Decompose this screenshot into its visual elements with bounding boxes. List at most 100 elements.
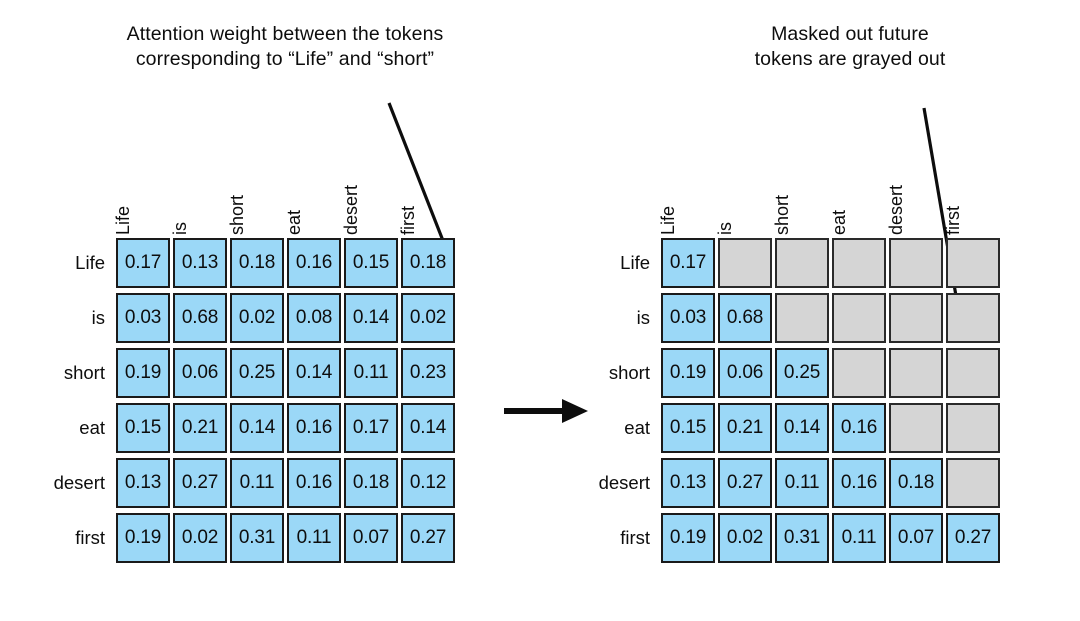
row-label-life: Life: [75, 251, 105, 273]
cell-0-1[interactable]: 0.13: [173, 237, 227, 288]
masked-cell-0-4[interactable]: [889, 237, 943, 288]
masked-cell-2-2[interactable]: 0.25: [775, 347, 829, 398]
cell-4-5[interactable]: 0.12: [401, 457, 455, 508]
right-annotation-caption: Masked out future tokens are grayed out: [754, 23, 946, 70]
cell-2-1[interactable]: 0.06: [173, 347, 227, 398]
cell-5-4[interactable]: 0.07: [344, 512, 398, 563]
cell-5-1[interactable]: 0.02: [173, 512, 227, 563]
masked-cell-0-0[interactable]: 0.17: [661, 237, 715, 288]
masked-cell-4-3[interactable]: 0.16: [832, 457, 886, 508]
row-cells: 0.03 0.68: [661, 292, 1003, 343]
masked-cell-2-5[interactable]: [946, 347, 1000, 398]
cell-3-2[interactable]: 0.14: [230, 402, 284, 453]
masked-cell-4-4[interactable]: 0.18: [889, 457, 943, 508]
masked-cell-5-2[interactable]: 0.31: [775, 512, 829, 563]
table-row: first 0.19 0.02 0.31 0.11 0.07 0.27: [545, 510, 1003, 565]
masked-cell-1-1[interactable]: 0.68: [718, 292, 772, 343]
row-cells: 0.19 0.06 0.25 0.14 0.11 0.23: [116, 347, 458, 398]
column-header-first: first: [943, 206, 963, 235]
masked-cell-3-2[interactable]: 0.14: [775, 402, 829, 453]
cell-4-1[interactable]: 0.27: [173, 457, 227, 508]
table-row: desert 0.13 0.27 0.11 0.16 0.18: [545, 455, 1003, 510]
row-label-desert: desert: [598, 471, 650, 493]
cell-3-3[interactable]: 0.16: [287, 402, 341, 453]
masked-cell-5-4[interactable]: 0.07: [889, 512, 943, 563]
table-row: eat 0.15 0.21 0.14 0.16 0.17 0.14: [0, 400, 458, 455]
masked-cell-4-5[interactable]: [946, 457, 1000, 508]
cell-4-4[interactable]: 0.18: [344, 457, 398, 508]
masked-cell-5-5[interactable]: 0.27: [946, 512, 1000, 563]
row-label-short: short: [63, 361, 105, 383]
cell-0-4[interactable]: 0.15: [344, 237, 398, 288]
row-label-desert: desert: [53, 471, 105, 493]
cell-1-0[interactable]: 0.03: [116, 292, 170, 343]
masked-cell-5-3[interactable]: 0.11: [832, 512, 886, 563]
masked-cell-3-4[interactable]: [889, 402, 943, 453]
cell-0-2[interactable]: 0.18: [230, 237, 284, 288]
cell-2-5[interactable]: 0.23: [401, 347, 455, 398]
cell-3-5[interactable]: 0.14: [401, 402, 455, 453]
cell-5-3[interactable]: 0.11: [287, 512, 341, 563]
cell-5-0[interactable]: 0.19: [116, 512, 170, 563]
masked-cell-0-1[interactable]: [718, 237, 772, 288]
masked-cell-4-0[interactable]: 0.13: [661, 457, 715, 508]
masked-cell-3-0[interactable]: 0.15: [661, 402, 715, 453]
masked-cell-1-4[interactable]: [889, 292, 943, 343]
masked-cell-0-3[interactable]: [832, 237, 886, 288]
table-row: desert 0.13 0.27 0.11 0.16 0.18 0.12: [0, 455, 458, 510]
column-header-first: first: [398, 206, 418, 235]
cell-2-4[interactable]: 0.11: [344, 347, 398, 398]
cell-4-2[interactable]: 0.11: [230, 457, 284, 508]
row-label-first: first: [620, 526, 650, 548]
cell-1-2[interactable]: 0.02: [230, 292, 284, 343]
column-header-eat: eat: [284, 209, 304, 235]
masked-cell-0-2[interactable]: [775, 237, 829, 288]
cell-4-3[interactable]: 0.16: [287, 457, 341, 508]
cell-4-0[interactable]: 0.13: [116, 457, 170, 508]
row-label-first: first: [75, 526, 105, 548]
cell-0-0[interactable]: 0.17: [116, 237, 170, 288]
cell-1-5[interactable]: 0.02: [401, 292, 455, 343]
row-cells: 0.13 0.27 0.11 0.16 0.18 0.12: [116, 457, 458, 508]
cell-3-1[interactable]: 0.21: [173, 402, 227, 453]
masked-cell-3-5[interactable]: [946, 402, 1000, 453]
row-cells: 0.19 0.06 0.25: [661, 347, 1003, 398]
row-label-eat: eat: [79, 416, 105, 438]
masked-cell-3-1[interactable]: 0.21: [718, 402, 772, 453]
row-label-life: Life: [620, 251, 650, 273]
masked-cell-0-5[interactable]: [946, 237, 1000, 288]
table-row: short 0.19 0.06 0.25: [545, 345, 1003, 400]
row-label-short: short: [608, 361, 650, 383]
masked-cell-2-1[interactable]: 0.06: [718, 347, 772, 398]
column-header-desert: desert: [341, 184, 361, 235]
cell-2-0[interactable]: 0.19: [116, 347, 170, 398]
masked-cell-2-0[interactable]: 0.19: [661, 347, 715, 398]
masked-cell-1-3[interactable]: [832, 292, 886, 343]
masked-cell-5-1[interactable]: 0.02: [718, 512, 772, 563]
masked-cell-4-2[interactable]: 0.11: [775, 457, 829, 508]
masked-cell-5-0[interactable]: 0.19: [661, 512, 715, 563]
cell-0-3[interactable]: 0.16: [287, 237, 341, 288]
masked-cell-1-2[interactable]: [775, 292, 829, 343]
row-cells: 0.13 0.27 0.11 0.16 0.18: [661, 457, 1003, 508]
masked-cell-2-4[interactable]: [889, 347, 943, 398]
cell-1-1[interactable]: 0.68: [173, 292, 227, 343]
row-label-is: is: [636, 306, 650, 328]
cell-3-0[interactable]: 0.15: [116, 402, 170, 453]
masked-cell-3-3[interactable]: 0.16: [832, 402, 886, 453]
cell-5-2[interactable]: 0.31: [230, 512, 284, 563]
masked-cell-2-3[interactable]: [832, 347, 886, 398]
masked-cell-1-0[interactable]: 0.03: [661, 292, 715, 343]
masked-cell-1-5[interactable]: [946, 292, 1000, 343]
cell-2-2[interactable]: 0.25: [230, 347, 284, 398]
row-label-is: is: [91, 306, 105, 328]
cell-5-5[interactable]: 0.27: [401, 512, 455, 563]
cell-2-3[interactable]: 0.14: [287, 347, 341, 398]
cell-1-4[interactable]: 0.14: [344, 292, 398, 343]
masked-cell-4-1[interactable]: 0.27: [718, 457, 772, 508]
row-cells: 0.15 0.21 0.14 0.16 0.17 0.14: [116, 402, 458, 453]
cell-1-3[interactable]: 0.08: [287, 292, 341, 343]
cell-3-4[interactable]: 0.17: [344, 402, 398, 453]
cell-0-5[interactable]: 0.18: [401, 237, 455, 288]
